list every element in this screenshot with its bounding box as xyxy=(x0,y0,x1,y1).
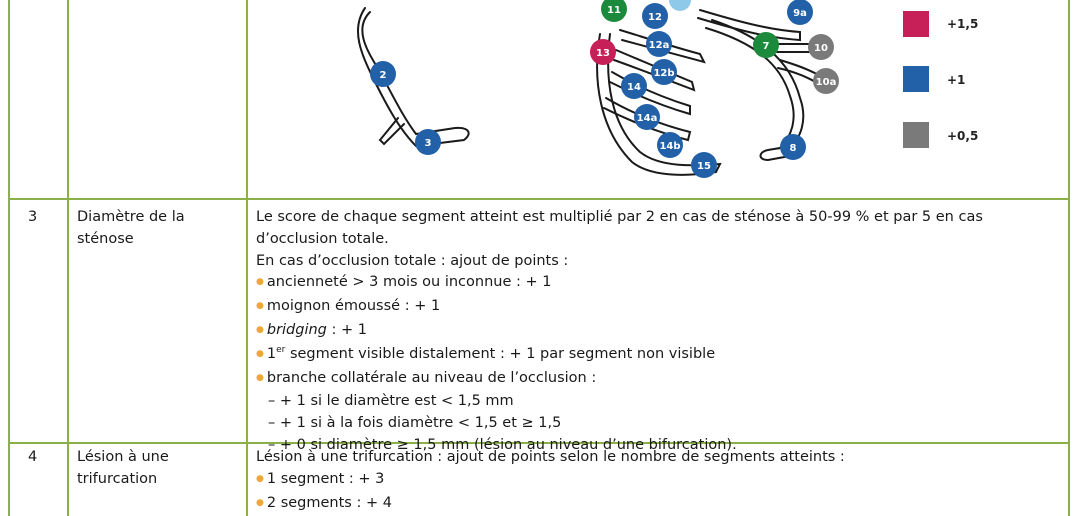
segment-marker-15 xyxy=(691,152,717,178)
description-line: d’occlusion totale. xyxy=(256,230,389,247)
row-label: Diamètre de la sténose xyxy=(77,207,237,251)
svg-text:12b: 12b xyxy=(653,68,674,79)
svg-text:14: 14 xyxy=(627,82,641,93)
table-border-right xyxy=(1068,0,1070,516)
legend-swatch-grey xyxy=(903,122,929,148)
table-row-divider xyxy=(8,198,1070,200)
row-description: Le score de chaque segment atteint est m… xyxy=(256,207,1056,457)
vessel-outline xyxy=(613,49,696,92)
description-line: Lésion à une trifurcation : ajout de poi… xyxy=(256,449,845,465)
svg-text:14a: 14a xyxy=(637,113,658,124)
segment-marker-10a xyxy=(813,68,839,94)
svg-text:10: 10 xyxy=(814,43,828,54)
bullet-item: branche collatérale au niveau de l’occlu… xyxy=(256,368,1056,392)
segment-markers: 11 12 13 12a 12b 14 14a 14b 15 9a 7 10 xyxy=(370,0,839,178)
segment-marker-12 xyxy=(642,3,668,29)
svg-text:10a: 10a xyxy=(816,77,837,88)
segment-marker-light xyxy=(669,0,691,11)
coronary-segments-diagram: 11 12 13 12a 12b 14 14a 14b 15 9a 7 10 xyxy=(356,0,929,178)
bullet-item: 2 segments : + 4 xyxy=(256,493,1056,516)
segment-marker-14a xyxy=(634,104,660,130)
svg-text:11: 11 xyxy=(607,5,621,16)
table-border-col1 xyxy=(67,0,69,516)
row-label-line: Lésion à une xyxy=(77,449,169,465)
legend-swatch-blue xyxy=(903,66,929,92)
svg-text:2: 2 xyxy=(380,70,387,81)
legend-label: +0,5 xyxy=(947,129,979,143)
vessel-outline xyxy=(759,147,791,162)
description-line: En cas d’occlusion totale : ajout de poi… xyxy=(256,252,569,269)
table-border-left xyxy=(8,0,10,516)
legend-label: +1,5 xyxy=(947,17,979,31)
segment-marker-13 xyxy=(590,39,616,65)
segment-marker-14b xyxy=(657,132,683,158)
sub-item: – + 0 si diamètre ≥ 1,5 mm (lésion au ni… xyxy=(268,436,737,453)
row-label: Lésion à une trifurcation xyxy=(77,447,237,491)
segment-marker-12b xyxy=(651,59,677,85)
segment-marker-11 xyxy=(601,0,627,22)
svg-text:8: 8 xyxy=(790,143,797,154)
svg-text:15: 15 xyxy=(697,161,711,172)
sub-item: – + 1 si le diamètre est < 1,5 mm xyxy=(268,393,514,410)
sub-item: – + 1 si à la fois diamètre < 1,5 et ≥ 1… xyxy=(268,415,562,432)
svg-text:9a: 9a xyxy=(793,8,807,19)
bullet-item: moignon émoussé : + 1 xyxy=(256,296,1056,320)
segment-marker-9a xyxy=(787,0,813,25)
legend-swatch-magenta xyxy=(903,11,929,37)
bullet-item: ancienneté > 3 mois ou inconnue : + 1 xyxy=(256,272,1056,296)
segment-marker-14 xyxy=(621,73,647,99)
segment-marker-2 xyxy=(370,61,396,87)
segment-marker-8 xyxy=(780,134,806,160)
vessel-outline xyxy=(596,33,722,176)
vessel-outline xyxy=(603,97,692,142)
row-number: 4 xyxy=(28,449,38,465)
svg-text:13: 13 xyxy=(596,48,610,59)
row-label-line: Diamètre de la xyxy=(77,209,185,225)
svg-text:12a: 12a xyxy=(649,40,670,51)
svg-text:14b: 14b xyxy=(659,141,680,152)
segment-marker-3 xyxy=(415,129,441,155)
row-number: 3 xyxy=(28,209,38,225)
svg-text:12: 12 xyxy=(648,12,662,23)
segment-marker-7 xyxy=(753,32,779,58)
row-label-line: sténose xyxy=(77,230,134,247)
description-line: Le score de chaque segment atteint est m… xyxy=(256,209,983,225)
bullet-item: 1 segment : + 3 xyxy=(256,469,1056,493)
vessel-outline xyxy=(619,29,706,64)
table-row-divider xyxy=(8,442,1070,444)
vessel-outline xyxy=(378,117,405,146)
row-label-line: trifurcation xyxy=(77,470,158,487)
row-description: Lésion à une trifurcation : ajout de poi… xyxy=(256,447,1056,516)
table-border-col2 xyxy=(246,0,248,516)
svg-text:7: 7 xyxy=(763,41,770,52)
svg-text:3: 3 xyxy=(425,138,432,149)
legend-label: +1 xyxy=(947,73,966,87)
segment-marker-10 xyxy=(808,34,834,60)
bullet-item: 1er segment visible distalement : + 1 pa… xyxy=(256,344,1056,368)
bullet-item: bridging : + 1 xyxy=(256,320,1056,344)
segment-marker-12a xyxy=(646,31,672,57)
